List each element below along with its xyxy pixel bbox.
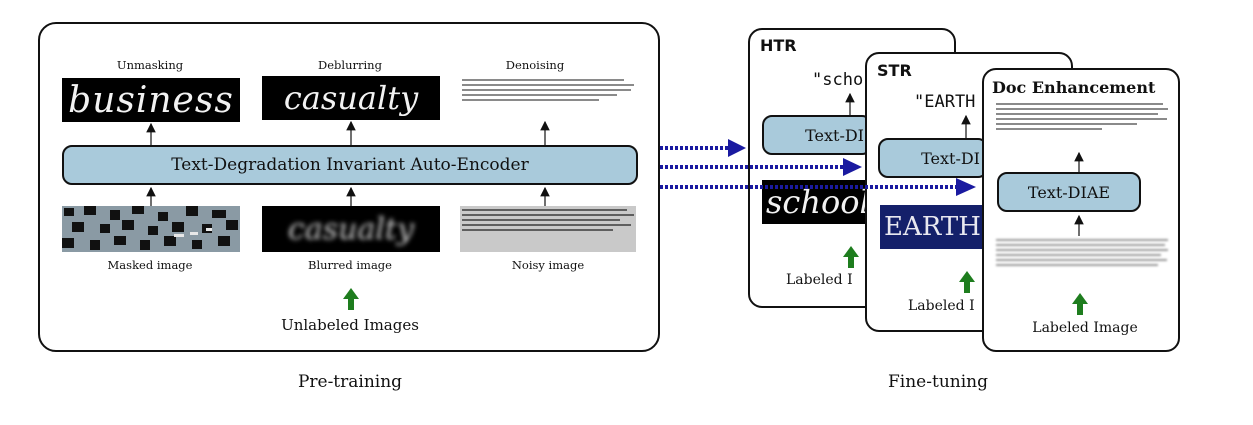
handwritten-word: casualty [288,211,414,247]
htr-model-box: Text-DI [762,115,872,155]
masked-input-image [62,206,240,252]
unlabeled-images-label: Unlabeled Images [281,316,419,334]
finetuning-caption: Fine-tuning [888,372,988,392]
str-labeled-image: EARTH [880,205,986,249]
htr-source-label: Labeled I [786,272,853,288]
task-label-denoising: Denoising [505,58,565,72]
task-label-deblurring: Deblurring [318,58,382,72]
blurred-input-image: casualty [262,206,440,252]
doc-model-box: Text-DIAE [997,172,1141,212]
str-model-box: Text-DI [878,138,988,178]
green-arrow-unlabeled [343,288,359,310]
str-card-title: STR [877,61,912,80]
transfer-arrow-to-doc [660,178,976,196]
task-label-unmasking: Unmasking [116,58,184,72]
green-arrow-str [959,271,975,293]
htr-model-label: Text-DI [805,125,864,145]
str-output-text: "EARTH [914,92,976,112]
input-label-blurred: Blurred image [308,258,392,272]
mask-pattern [62,206,238,250]
transfer-arrow-to-htr [660,139,746,157]
str-source-label: Labeled I [908,298,975,314]
input-label-noisy: Noisy image [511,258,585,272]
str-model-label: Text-DI [921,148,980,168]
doc-source-label: Labeled Image [1032,320,1138,336]
enhanced-document-image [994,100,1170,150]
green-arrow-doc [1072,293,1088,315]
htr-card-title: HTR [760,36,797,55]
handwritten-word: business [68,79,234,121]
deblurred-output-image: casualty [262,76,440,120]
htr-output-text: "scho [812,70,864,90]
handwritten-word: school [766,183,870,221]
handwritten-word: casualty [283,79,419,117]
denoised-output-image [460,76,636,120]
pretraining-caption: Pre-training [297,372,403,392]
scene-text-word: EARTH [884,212,981,242]
text-diae-encoder: Text-Degradation Invariant Auto-Encoder [62,145,638,185]
input-label-masked: Masked image [107,258,193,272]
green-arrow-htr [843,246,859,268]
degraded-document-image [994,236,1170,284]
unmasked-output-image: business [62,78,240,122]
transfer-arrow-to-str [660,158,862,176]
doc-enhancement-card-title: Doc Enhancement [992,78,1156,97]
noisy-input-image [460,206,636,252]
